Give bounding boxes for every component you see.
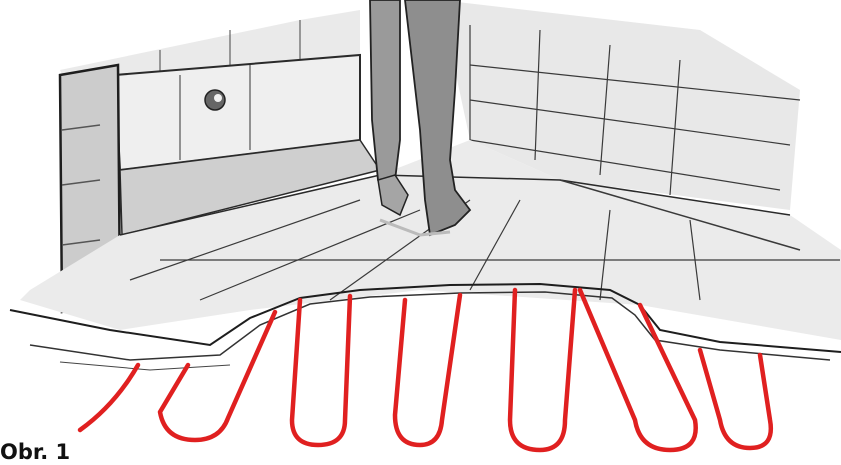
- figure-caption: Obr. 1: [0, 440, 70, 465]
- bathtub-drain-knob-icon: [205, 90, 225, 110]
